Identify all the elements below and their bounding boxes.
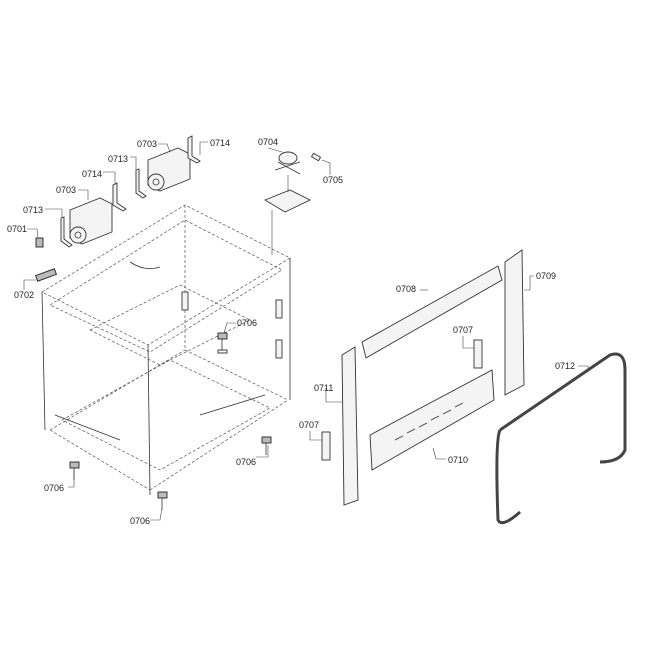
- label-0704: 0704: [258, 137, 278, 147]
- label-0708: 0708: [396, 284, 416, 294]
- label-0701: 0701: [7, 224, 27, 234]
- label-0713-lower: 0713: [23, 205, 43, 215]
- sensor: [310, 152, 322, 162]
- thermostat: [263, 151, 312, 255]
- label-0714-upper: 0714: [210, 138, 230, 148]
- label-0712: 0712: [555, 361, 575, 371]
- hinge-receiver-left: [321, 431, 331, 461]
- fan-motor-upper: [147, 147, 191, 192]
- label-0706-right: 0706: [236, 457, 256, 467]
- oven-chassis: [41, 204, 291, 496]
- left-side-panel: [341, 346, 359, 506]
- label-0702: 0702: [14, 290, 34, 300]
- label-0707-left: 0707: [299, 420, 319, 430]
- foot-rear: [217, 332, 228, 354]
- front-panel: [369, 369, 495, 471]
- bracket-0714-upper: [187, 135, 201, 164]
- top-rail: [361, 265, 503, 359]
- door-gasket: [495, 352, 627, 525]
- leader-lines: [23, 141, 589, 521]
- label-0703-lower: 0703: [56, 185, 76, 195]
- label-0709: 0709: [536, 271, 556, 281]
- label-0706-front: 0706: [130, 516, 150, 526]
- right-side-panel: [504, 249, 525, 396]
- hinge-receiver-right: [473, 339, 483, 369]
- label-0711: 0711: [314, 383, 333, 393]
- foot-right: [261, 436, 272, 455]
- bracket-0713-lower: [60, 216, 73, 248]
- label-0713-upper: 0713: [108, 154, 128, 164]
- label-0706-rear: 0706: [237, 318, 257, 328]
- fan-motor-lower: [69, 197, 113, 245]
- bracket-0713-upper: [135, 168, 147, 199]
- clip: [35, 237, 44, 248]
- label-0705: 0705: [323, 175, 343, 185]
- bracket-0714-lower: [112, 182, 127, 212]
- label-0714-lower: 0714: [82, 169, 102, 179]
- front-panel-vents: [394, 402, 464, 441]
- foot-left: [69, 461, 80, 480]
- foot-front: [157, 491, 168, 510]
- connector: [35, 268, 57, 282]
- label-0703-upper: 0703: [137, 139, 157, 149]
- label-0706-left: 0706: [44, 483, 64, 493]
- label-0710: 0710: [448, 455, 468, 465]
- part-labels: 0703 0714 0713 0714 0703 0713 0701 0702 …: [7, 137, 575, 526]
- label-0707-right: 0707: [453, 325, 473, 335]
